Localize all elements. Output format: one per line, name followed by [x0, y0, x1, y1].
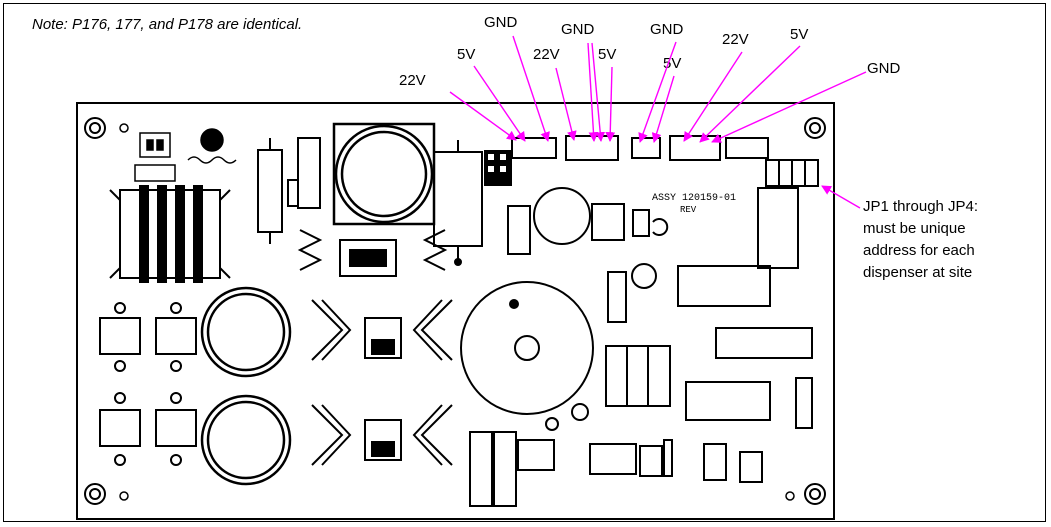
label-gnd-1: GND: [484, 14, 518, 31]
label-5v-3: 5V: [663, 55, 682, 72]
jp-note-line-4: dispenser at site: [863, 264, 973, 281]
ic-u1: [677, 265, 813, 483]
mid-components: [507, 187, 799, 323]
note-text: Note: P176, 177, and P178 are identical.: [32, 16, 303, 33]
transformer-l1: [109, 185, 231, 283]
label-5v-4: 5V: [790, 26, 809, 43]
label-22v-3: 22V: [722, 31, 749, 48]
jp-note-line-2: must be unique: [863, 220, 966, 237]
label-22v-1: 22V: [399, 72, 426, 89]
top-left-components: [134, 128, 237, 182]
heatsink-group: [297, 229, 453, 466]
top-connectors: [511, 135, 819, 187]
bottom-components: [469, 403, 673, 507]
component-r11: [257, 137, 321, 244]
mounting-hole-icon: [84, 117, 826, 505]
label-5v-1: 5V: [457, 46, 476, 63]
pin-callout-arrows: [449, 35, 867, 209]
capacitor-c10: [433, 140, 483, 266]
label-gnd-3: GND: [650, 21, 684, 38]
board-rev-text: REV: [680, 205, 697, 215]
board-assy-text: ASSY 120159-01: [652, 193, 736, 204]
resistor-block: [605, 345, 671, 407]
jp-note-line-3: address for each: [863, 242, 975, 259]
label-22v-2: 22V: [533, 46, 560, 63]
jp-note-line-1: JP1 through JP4:: [863, 198, 979, 215]
header-jumpers: [484, 150, 512, 186]
pcb-outline: [76, 102, 835, 520]
left-capacitors: [99, 302, 197, 466]
label-gnd-2: GND: [561, 21, 595, 38]
label-5v-2: 5V: [598, 46, 617, 63]
jp-address-note: JP1 through JP4: must be unique address …: [863, 196, 1043, 284]
inductor-l2: [460, 281, 594, 415]
label-gnd-4: GND: [867, 60, 901, 77]
electrolytic-capacitors: [200, 286, 292, 486]
